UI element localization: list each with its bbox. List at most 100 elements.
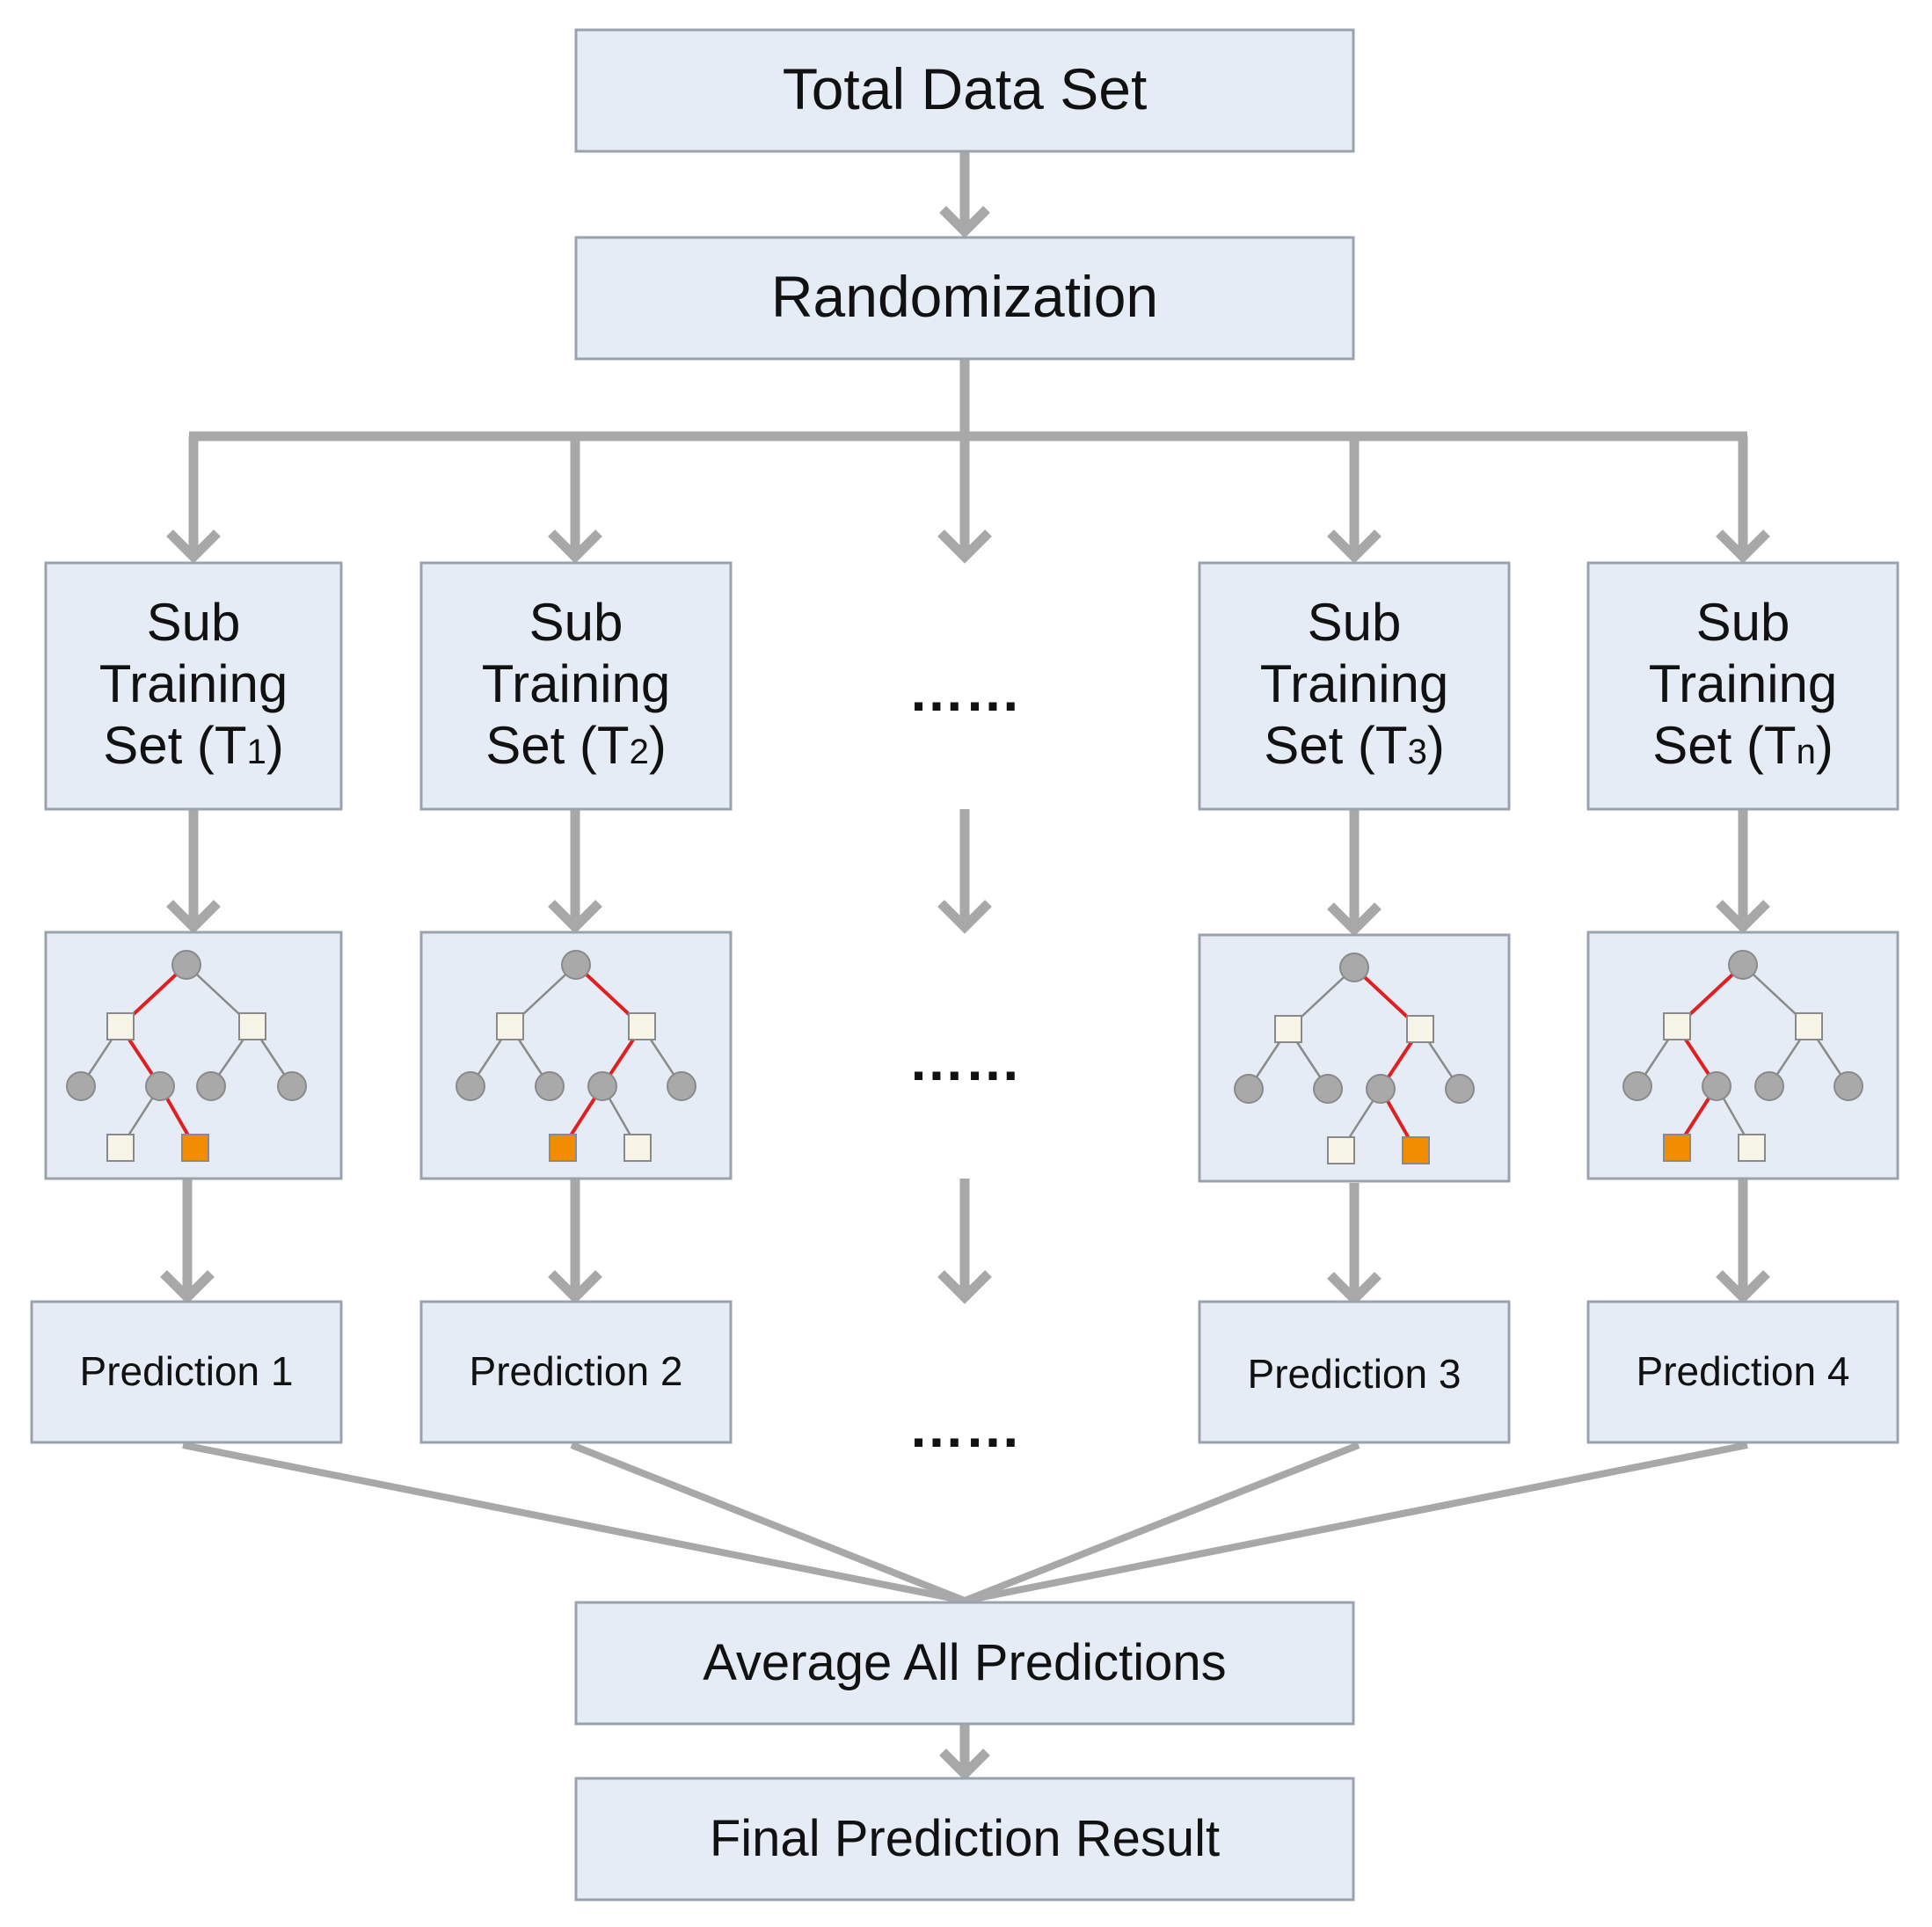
arrowhead <box>548 1270 602 1304</box>
prediction-box-1 <box>30 1300 343 1444</box>
tree-node-icon <box>456 1071 485 1101</box>
set-subscript: 1 <box>247 733 266 771</box>
tree-leaf-selected-icon <box>1402 1136 1430 1164</box>
tree-node-icon <box>1274 1015 1302 1043</box>
training-label: Training <box>1260 654 1449 713</box>
final-result-box <box>574 1777 1355 1901</box>
tree-node-icon <box>1366 1074 1396 1104</box>
average-predictions-box <box>574 1601 1355 1726</box>
prediction-label-4: Prediction 4 <box>1637 1348 1850 1394</box>
prediction-label-2: Prediction 2 <box>470 1348 683 1394</box>
tree-leaf-selected-icon <box>549 1134 577 1162</box>
sub-training-set-box-1 <box>44 561 343 811</box>
sub-training-set-box-4 <box>1586 561 1899 811</box>
set-suffix: ) <box>1427 716 1445 775</box>
sub-training-set-label-1: Sub Training Set (T1) <box>99 593 288 775</box>
decision-tree-icon-3 <box>1234 953 1475 1164</box>
tree-node-icon <box>145 1071 175 1101</box>
decision-tree-icon-4 <box>1622 950 1863 1162</box>
tree-node-icon <box>1622 1071 1652 1101</box>
ellipsis-row-1: …… <box>908 660 1021 723</box>
decision-tree-icon-1 <box>66 950 307 1162</box>
total-data-set-box <box>574 28 1355 153</box>
tree-node-icon <box>1795 1012 1823 1040</box>
randomization-box <box>574 236 1355 361</box>
arrowhead <box>939 206 990 238</box>
training-label: Training <box>482 654 671 713</box>
tree-node-icon <box>1728 950 1758 980</box>
randomization-label: Randomization <box>771 264 1158 329</box>
sub-label: Sub <box>529 593 623 652</box>
tree-node-icon <box>496 1012 524 1040</box>
tree-node-icon <box>196 1071 226 1101</box>
set-subscript: 3 <box>1408 733 1427 771</box>
set-prefix: Set (T <box>485 716 629 775</box>
tree-node-icon <box>587 1071 617 1101</box>
prediction-label-3: Prediction 3 <box>1248 1351 1462 1397</box>
prediction-box-4 <box>1586 1300 1899 1444</box>
fan-in-lines <box>182 1442 1748 1604</box>
fan-pred4 <box>964 1442 1748 1604</box>
arrowhead <box>1716 529 1770 564</box>
arrowhead <box>548 900 602 934</box>
tree-node-icon <box>1738 1134 1766 1162</box>
sub-training-set-label-2: Sub Training Set (T2) <box>482 593 671 775</box>
set-suffix: ) <box>1816 716 1834 775</box>
sub-label: Sub <box>1696 593 1790 652</box>
sub-training-set-label-4: Sub Training Set (Tn) <box>1649 593 1838 775</box>
tree-node-icon <box>1234 1074 1264 1104</box>
tree-node-icon <box>106 1012 135 1040</box>
set-label: Set (T1) <box>103 716 284 775</box>
prediction-label-1: Prediction 1 <box>80 1348 294 1394</box>
tree-node-icon <box>1834 1071 1863 1101</box>
connector-lines <box>160 151 1770 1306</box>
arrowhead <box>1327 529 1382 564</box>
fan-pred1 <box>182 1442 966 1604</box>
tree-node-icon <box>628 1012 656 1040</box>
final-result-label: Final Prediction Result <box>710 1810 1220 1867</box>
tree-node-icon <box>1754 1071 1784 1101</box>
total-data-set-label: Total Data Set <box>783 56 1148 121</box>
set-suffix: ) <box>266 716 284 775</box>
sub-training-set-label-3: Sub Training Set (T3) <box>1260 593 1449 775</box>
tree-node-icon <box>561 950 591 980</box>
arrowhead <box>937 900 992 934</box>
set-subscript: n <box>1797 733 1816 771</box>
sub-training-set-box-3 <box>1198 561 1511 811</box>
tree-node-icon <box>238 1012 266 1040</box>
arrowhead <box>1327 1272 1382 1306</box>
tree-node-icon <box>66 1071 96 1101</box>
arrowhead <box>1327 902 1382 937</box>
tree-node-icon <box>1445 1074 1475 1104</box>
set-suffix: ) <box>649 716 667 775</box>
set-label: Set (Tn) <box>1652 716 1834 775</box>
arrowhead <box>548 529 602 564</box>
tree-leaf-selected-icon <box>181 1134 209 1162</box>
set-label: Set (T3) <box>1264 716 1445 775</box>
decision-tree-icon-2 <box>456 950 696 1162</box>
tree-node-icon <box>1406 1015 1434 1043</box>
fan-pred3 <box>963 1442 1360 1604</box>
set-prefix: Set (T <box>1652 716 1796 775</box>
prediction-box-3 <box>1198 1300 1511 1444</box>
set-prefix: Set (T <box>1264 716 1407 775</box>
set-label: Set (T2) <box>485 716 667 775</box>
arrowhead <box>166 529 221 564</box>
arrowhead <box>937 1270 992 1304</box>
ellipsis-row-3: …… <box>908 1396 1021 1459</box>
tree-node-icon <box>1702 1071 1732 1101</box>
tree-node-icon <box>1313 1074 1343 1104</box>
ellipsis-row-2: …… <box>908 1029 1021 1092</box>
tree-node-icon <box>535 1071 565 1101</box>
fan-pred2 <box>570 1442 966 1604</box>
sub-training-set-box-2 <box>419 561 733 811</box>
sub-label: Sub <box>1308 593 1402 652</box>
tree-node-icon <box>623 1134 652 1162</box>
arrowhead <box>1716 900 1770 934</box>
training-label: Training <box>99 654 288 713</box>
tree-node-icon <box>1339 953 1369 982</box>
tree-node-icon <box>277 1071 307 1101</box>
set-prefix: Set (T <box>103 716 246 775</box>
tree-leaf-selected-icon <box>1663 1134 1691 1162</box>
